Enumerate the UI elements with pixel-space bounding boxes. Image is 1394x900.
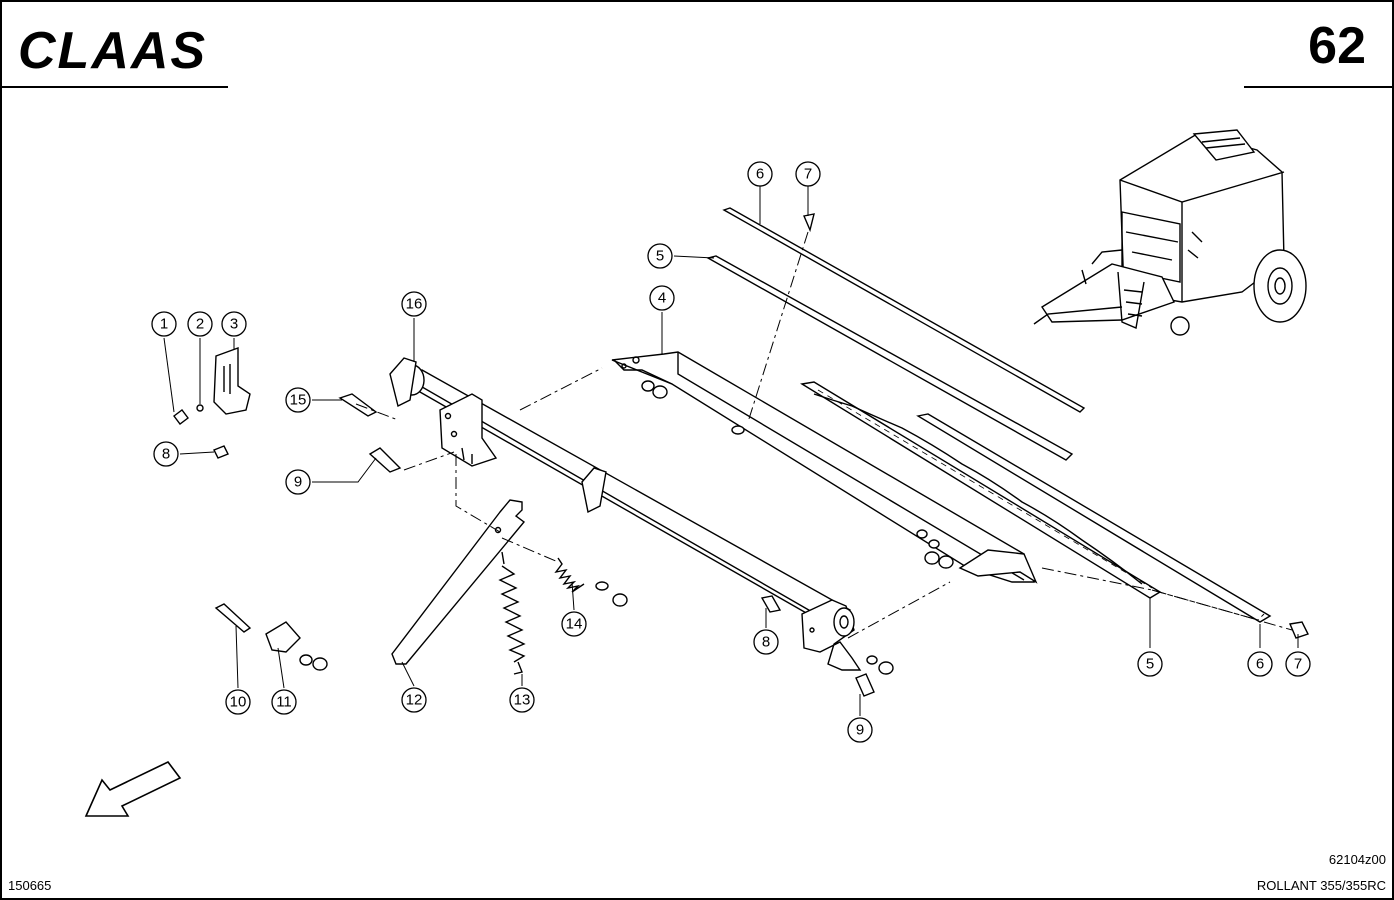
callout-5-lower: 5	[1137, 651, 1163, 677]
callout-label: 14	[566, 616, 583, 633]
callout-4: 4	[649, 285, 675, 311]
callout-label: 7	[1294, 656, 1302, 673]
callout-label: 10	[230, 694, 247, 711]
callout-label: 6	[1256, 656, 1264, 673]
callout-label: 2	[196, 316, 204, 333]
leader-lines	[163, 186, 1299, 716]
bolt-clamp-group-10-11	[214, 603, 328, 671]
callout-label: 3	[230, 316, 238, 333]
callout-label: 4	[658, 290, 666, 307]
page-number: 62	[1308, 17, 1366, 75]
strip-part-6	[722, 207, 1086, 413]
callout-label: 12	[406, 692, 423, 709]
doc-number: 150665	[8, 878, 52, 893]
drawing-code: 62104z00	[1328, 852, 1386, 867]
callout-label: 16	[406, 296, 423, 313]
callout-9-left: 9	[285, 469, 311, 495]
spring-part-13	[498, 551, 526, 675]
callout-9-right: 9	[847, 717, 873, 743]
model-name: ROLLANT 355/355RC	[1256, 878, 1386, 893]
callout-13: 13	[509, 687, 535, 713]
callout-label: 15	[290, 392, 307, 409]
shaft-assembly	[389, 357, 862, 671]
callout-6-upper: 6	[747, 161, 773, 187]
callout-label: 9	[294, 474, 302, 491]
assembly-lines	[355, 231, 1293, 639]
callout-2: 2	[187, 311, 213, 337]
callout-7-lower: 7	[1285, 651, 1311, 677]
callout-label: 5	[1146, 656, 1154, 673]
callout-8-left: 8	[153, 441, 179, 467]
callout-10: 10	[225, 689, 251, 715]
beam-part-4	[611, 351, 1035, 583]
callout-label: 8	[162, 446, 170, 463]
callout-14: 14	[561, 611, 587, 637]
header-rule-right	[1244, 86, 1394, 88]
callout-label: 11	[276, 694, 292, 711]
fasteners	[338, 213, 1309, 697]
strip-part-5-upper	[706, 255, 1074, 461]
callout-label: 1	[160, 316, 168, 333]
callout-1: 1	[151, 311, 177, 337]
bracket-group-1-3	[173, 347, 251, 459]
callout-5-upper: 5	[647, 243, 673, 269]
strip-part-6-lower	[916, 413, 1272, 623]
callout-16: 16	[401, 291, 427, 317]
callout-11: 11	[271, 689, 297, 715]
callout-label: 6	[756, 166, 764, 183]
callout-15: 15	[285, 387, 311, 413]
callout-label: 8	[762, 634, 770, 651]
callout-label: 13	[514, 692, 531, 709]
spring-part-14	[554, 557, 628, 607]
callout-8-right: 8	[753, 629, 779, 655]
callout-label: 9	[856, 722, 864, 739]
claas-logo: CLAAS	[18, 24, 207, 72]
baler-icon	[1033, 129, 1307, 336]
callout-7-upper: 7	[795, 161, 821, 187]
brand-logo-text: CLAAS	[18, 24, 207, 72]
lever-part-12	[391, 499, 526, 665]
callout-label: 7	[804, 166, 812, 183]
callout-3: 3	[221, 311, 247, 337]
header-rule-left	[2, 86, 228, 88]
direction-arrow-icon	[84, 760, 182, 817]
callout-12: 12	[401, 687, 427, 713]
callout-6-lower: 6	[1247, 651, 1273, 677]
callout-label: 5	[656, 248, 664, 265]
